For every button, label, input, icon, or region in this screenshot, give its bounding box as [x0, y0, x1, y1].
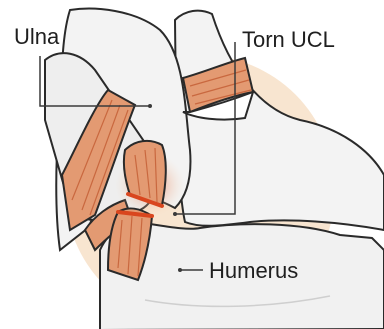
- torn-ucl-label: Torn UCL: [242, 29, 335, 51]
- humerus-label: Humerus: [209, 260, 298, 282]
- ulna-leader-dot: [148, 104, 152, 108]
- torn-ucl-upper: [124, 141, 166, 206]
- humerus-leader-dot: [178, 268, 182, 272]
- ucl-leader-dot: [173, 212, 177, 216]
- ulna-label: Ulna: [14, 26, 59, 48]
